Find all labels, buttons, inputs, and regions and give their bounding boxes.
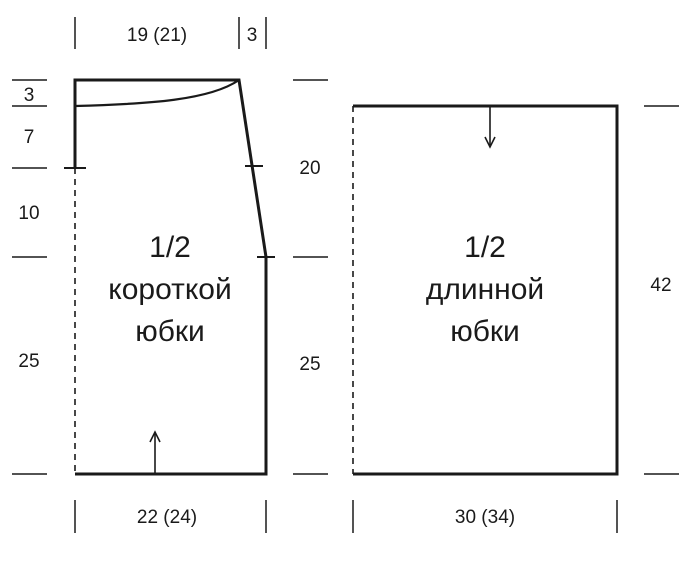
knitting-direction-arrow-up	[149, 430, 161, 474]
short-skirt-piece: 1/2 короткой юбки 19 (21) 3 3 7 10 25 20…	[12, 17, 328, 533]
short-skirt-title-line-1: 1/2	[149, 231, 191, 264]
knitting-direction-arrow-down	[484, 106, 496, 149]
short-skirt-top-width: 19 (21)	[127, 25, 187, 46]
right-height-label-1: 20	[299, 158, 320, 179]
short-skirt-title-line-3: юбки	[135, 315, 205, 348]
short-skirt-bottom-width: 22 (24)	[137, 507, 197, 528]
right-height-label-2: 25	[299, 354, 320, 375]
short-skirt-top-slant: 3	[247, 25, 258, 46]
long-skirt-piece: 1/2 длинной юбки 42 30 (34)	[352, 104, 679, 533]
long-skirt-outline	[353, 104, 619, 476]
long-skirt-title-line-1: 1/2	[464, 231, 506, 264]
long-skirt-title-line-3: юбки	[450, 315, 520, 348]
long-skirt-bottom-width: 30 (34)	[455, 507, 515, 528]
long-skirt-height: 42	[650, 275, 671, 296]
long-skirt-title-line-2: длинной	[426, 273, 544, 306]
left-height-label-4: 25	[18, 351, 39, 372]
short-skirt-title-line-2: короткой	[108, 273, 232, 306]
short-skirt-waist-curve	[74, 79, 240, 108]
left-height-label-3: 10	[18, 203, 39, 224]
left-height-label-2: 7	[24, 127, 35, 148]
left-height-label-1: 3	[24, 85, 35, 106]
short-skirt-outline	[73, 78, 268, 476]
